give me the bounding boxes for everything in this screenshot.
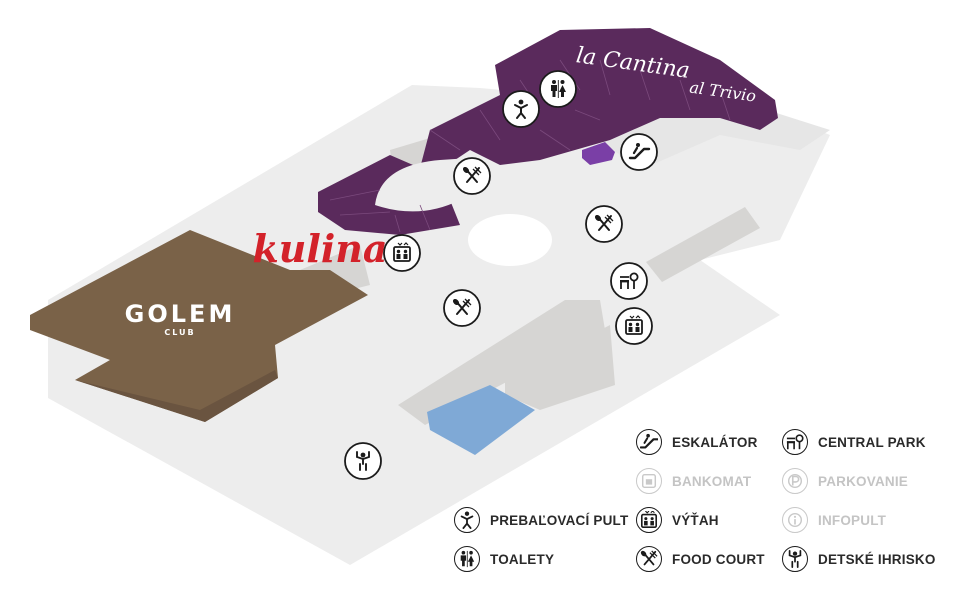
central-park-icon[interactable]	[610, 262, 648, 300]
playground-icon[interactable]	[344, 442, 382, 480]
legend-item-parking[interactable]: PARKOVANIE	[782, 467, 908, 495]
parking-icon	[782, 468, 808, 494]
playground-icon	[782, 546, 808, 572]
legend-label: CENTRAL PARK	[818, 434, 926, 450]
legend-label: DETSKÉ IHRISKO	[818, 551, 936, 567]
kulina-label[interactable]: kulina	[252, 226, 387, 271]
toilets-icon	[454, 546, 480, 572]
legend-label: INFOPULT	[818, 512, 887, 528]
golem-logo-text[interactable]: GOLEM	[125, 300, 236, 328]
toilets-icon[interactable]	[539, 70, 577, 108]
legend-label: ESKALÁTOR	[672, 434, 758, 450]
legend-label: BANKOMAT	[672, 473, 752, 489]
escalator-block	[582, 142, 615, 165]
food-court-icon[interactable]	[453, 157, 491, 195]
food-court-icon	[636, 546, 662, 572]
atm-icon	[636, 468, 662, 494]
legend-item-baby-change[interactable]: PREBAĽOVACÍ PULT	[454, 506, 628, 534]
legend-label: PREBAĽOVACÍ PULT	[490, 512, 629, 528]
elevator-icon	[636, 507, 662, 533]
golem-club-block	[30, 230, 368, 422]
golem-logo-subtext: CLUB	[164, 328, 195, 337]
legend-item-elevator[interactable]: VÝŤAH	[636, 506, 719, 534]
water-area	[427, 385, 535, 455]
elevator-icon[interactable]	[383, 234, 421, 272]
legend-item-central-park[interactable]: CENTRAL PARK	[782, 428, 926, 456]
info-icon	[782, 507, 808, 533]
golem-club-shadow	[75, 370, 278, 422]
legend-item-atm[interactable]: BANKOMAT	[636, 467, 751, 495]
restaurant-courtyard	[375, 158, 470, 212]
legend-label: VÝŤAH	[672, 512, 719, 528]
retail-block-center-south	[505, 325, 615, 410]
food-court-icon[interactable]	[585, 205, 623, 243]
mall-floor-area	[48, 85, 830, 565]
legend-item-playground[interactable]: DETSKÉ IHRISKO	[782, 545, 936, 573]
legend-item-food-court[interactable]: FOOD COURT	[636, 545, 765, 573]
central-park-icon	[782, 429, 808, 455]
retail-block-east	[646, 207, 760, 282]
food-court-icon[interactable]	[443, 289, 481, 327]
legend-label: TOALETY	[490, 551, 555, 567]
baby-change-icon	[454, 507, 480, 533]
escalator-icon[interactable]	[620, 133, 658, 171]
retail-block-center-long	[398, 300, 605, 425]
atrium-void	[468, 214, 552, 266]
legend-label: PARKOVANIE	[818, 473, 909, 489]
legend-label: FOOD COURT	[672, 551, 765, 567]
restaurant-zone	[318, 28, 778, 235]
baby-change-icon[interactable]	[502, 90, 540, 128]
elevator-icon[interactable]	[615, 307, 653, 345]
legend-item-toilets[interactable]: TOALETY	[454, 545, 554, 573]
legend-item-escalator[interactable]: ESKALÁTOR	[636, 428, 758, 456]
legend-item-info[interactable]: INFOPULT	[782, 506, 886, 534]
escalator-icon	[636, 429, 662, 455]
